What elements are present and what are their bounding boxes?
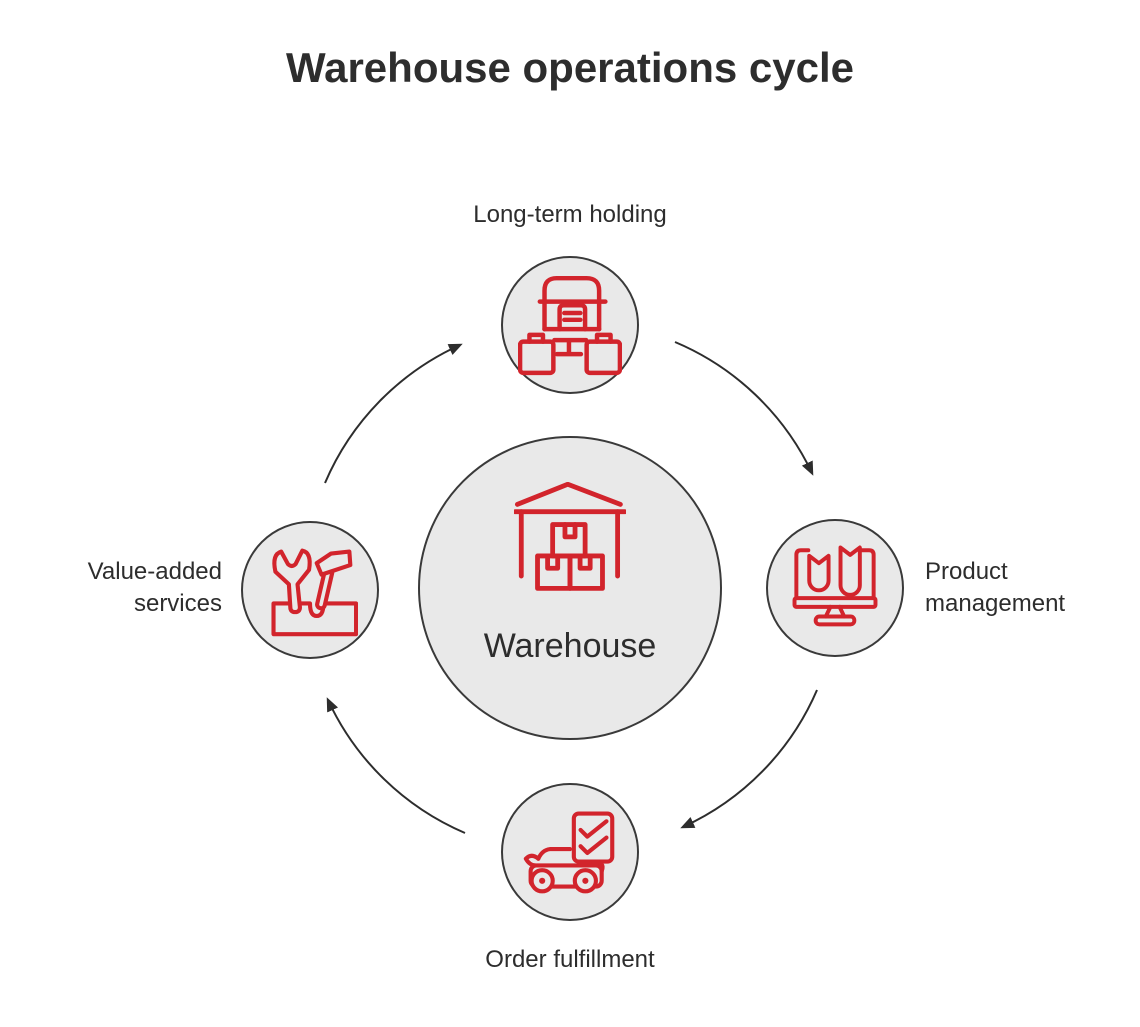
center-node-label: Warehouse [483,627,657,666]
node-value-added-services [241,521,379,659]
node-warehouse: Warehouse [418,436,722,740]
label-product-management: Product management [925,558,1066,617]
node-order-fulfillment [501,783,639,921]
node-product-management [766,519,904,657]
arrow-left-to-top [324,343,463,484]
page-title: Warehouse operations cycle [286,44,854,91]
node-long-term-holding [501,256,639,394]
car-checklist-icon [523,811,615,894]
storage-hangar-boxes-icon [518,275,622,376]
label-order-fulfillment: Order fulfillment [485,946,655,973]
monitor-products-icon [792,545,878,627]
arrow-bottom-to-left [326,697,466,834]
warehouse-building-boxes-icon [514,482,626,592]
arrow-top-to-right [674,341,814,476]
arrow-right-to-bottom [680,689,818,829]
label-long-term-holding: Long-term holding [473,201,667,228]
wrench-hammer-toolbox-icon [271,548,358,637]
label-value-added-services: Value-added services [87,558,222,617]
